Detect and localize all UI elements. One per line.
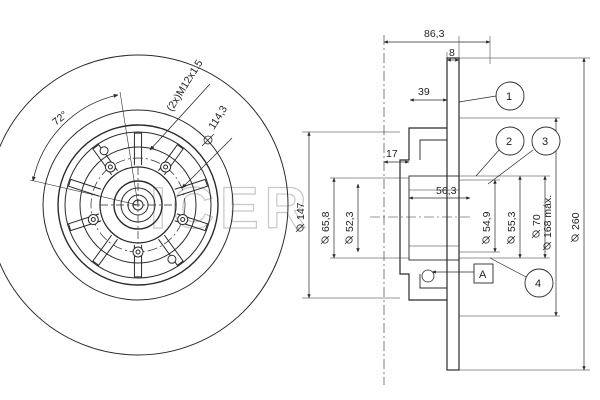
dia-260-label: 260 [570,212,582,230]
hat-profile [399,127,447,301]
callout-4: 4 [535,278,541,290]
callout-1: 1 [506,91,512,103]
diameter-symbol [296,224,304,232]
hub-rib [174,213,209,232]
bearing-section [408,175,460,261]
bolt-hole-inner [180,217,186,223]
center-bore [113,180,163,230]
angle-label: 72° [50,109,70,128]
hub-rib [92,234,118,266]
diameter-symbols [295,223,580,251]
callout-2-balloon [495,126,525,156]
pcd-dimension: 114,3 [201,103,230,147]
horizontal-dimensions [383,36,491,200]
diameter-symbol-slash [506,235,516,245]
dia-52-label: 52,3 [344,211,356,232]
dim-56: 56,3 [436,185,457,197]
dia-55-label: 55,3 [506,211,518,232]
thread-leader [149,83,211,151]
bolt-hole-inner [90,217,96,223]
diameter-symbol [321,236,329,244]
braking-ring-inner [42,109,234,301]
diameter-symbol [571,234,579,242]
dia-65-label: 65,8 [320,211,332,232]
dia-147-label: 147 [295,202,307,220]
angle-dimension [29,91,139,206]
diameter-symbol [345,236,353,244]
braking-ring-section [446,57,460,371]
threaded-hole [167,254,177,264]
box-a-label: A [479,269,487,281]
dia-54-label: 54,9 [481,211,493,232]
diameter-symbol-slash [295,223,305,233]
diameter-symbol-slash [542,241,552,251]
pcd-leader [181,137,233,189]
diameter-symbol [543,242,551,250]
diameter-symbol-slash [531,229,541,239]
hub-rib [133,244,143,278]
section-view [370,35,470,385]
dia-168-label: 168 máx. [542,195,554,238]
disc-outer-circle [0,54,289,356]
diameter-symbol-slash [320,235,330,245]
dim-total-width: 86,3 [424,28,445,40]
hub-rib [67,213,102,232]
hub-rib [174,178,209,197]
hub-rib [133,132,143,166]
hub-rib [158,234,184,266]
thread-label: (2x)M12x1.5 [164,58,205,114]
dim-17: 17 [386,148,398,160]
callout-3-balloon [531,126,561,156]
front-view [0,54,289,356]
bolt-hole-inner [135,249,141,255]
callout-1-balloon [495,81,525,111]
hub-outer-circle [57,124,219,286]
dim-flange: 8 [449,47,455,59]
diameter-symbol [482,236,490,244]
diameter-symbol [507,236,515,244]
dim-39: 39 [418,86,430,98]
threaded-hole [99,146,109,156]
hub-rib [158,144,184,176]
callout-4-balloon [524,268,554,298]
diameter-symbol [532,230,540,238]
callouts [458,81,561,298]
diameter-symbol-slash [570,233,580,243]
dia-70-label: 70 [531,214,543,226]
callout-2: 2 [506,136,512,148]
hub-rib [67,178,102,197]
callout-3: 3 [542,136,548,148]
diameter-symbol-slash [344,235,354,245]
reference-box-a: A [431,263,494,284]
diameter-labels: 147 65,8 52,3 54,9 55,3 70 168 máx. 260 [295,195,582,238]
bolt-hole-inner [163,164,169,170]
hub-rib-ring [79,146,197,264]
diameter-symbol-slash [481,235,491,245]
pcd-label: 114,3 [206,103,230,131]
bolt-hole-inner [107,164,113,170]
